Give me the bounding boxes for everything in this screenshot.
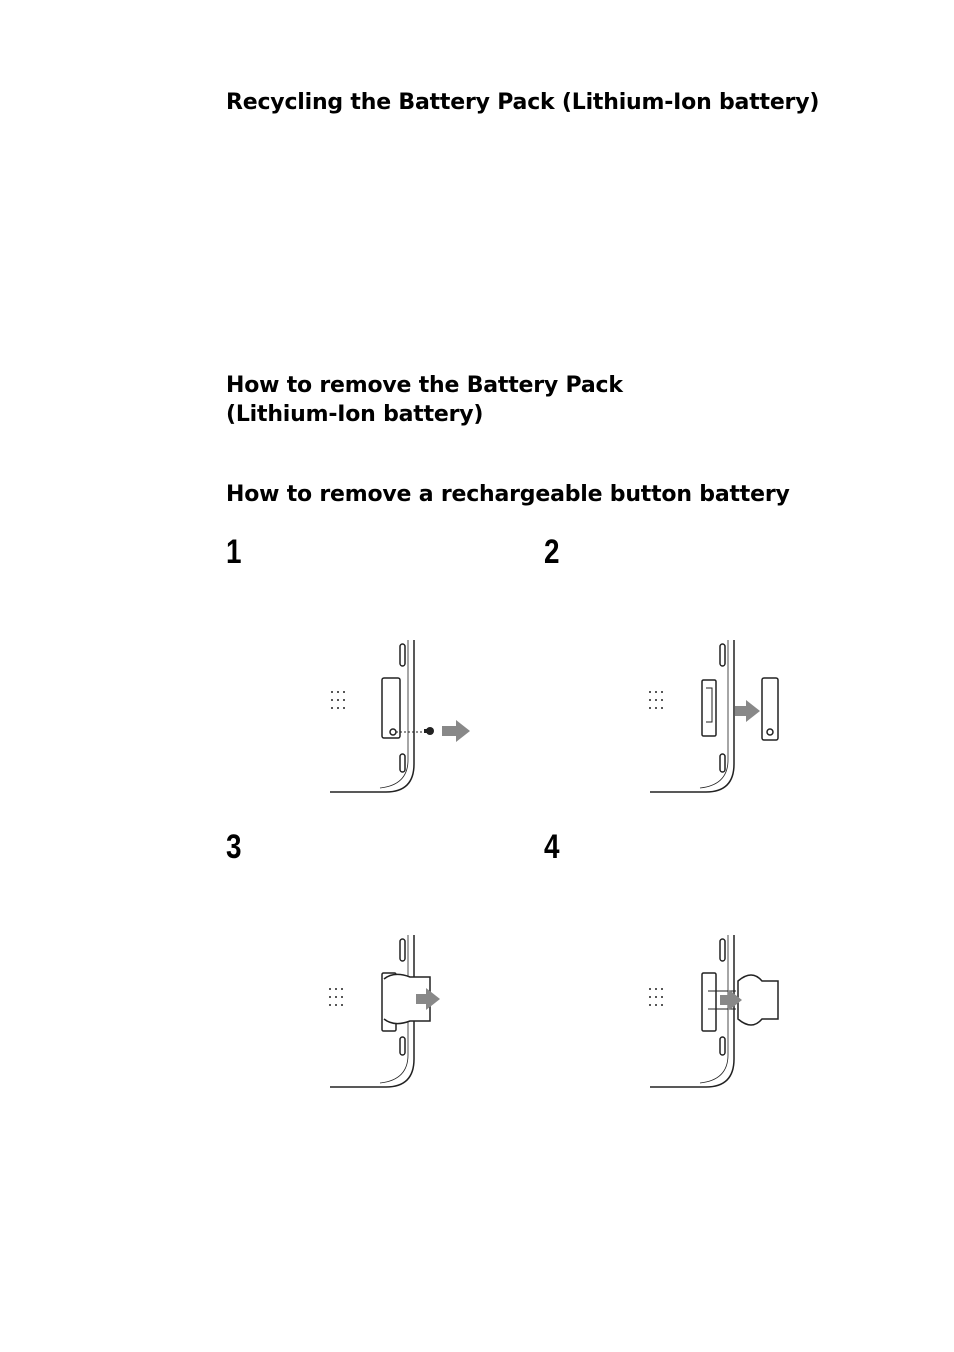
heading-recycling: Recycling the Battery Pack (Lithium-Ion … [226,90,820,115]
device-remove-button-battery-illustration [649,935,779,1088]
step-number-3: 3 [226,828,242,866]
heading-line-1: How to remove the Battery Pack [226,373,623,398]
arrow-right-icon [416,988,440,1010]
heading-remove-battery-pack: How to remove the Battery Pack (Lithium-… [226,371,623,429]
device-remove-cover-illustration [649,640,779,793]
figure-step-3 [320,925,490,1095]
device-pull-holder-illustration [329,935,440,1088]
arrow-right-icon [720,989,742,1011]
screw-icon [424,727,434,735]
heading-remove-button-battery: How to remove a rechargeable button batt… [226,482,790,507]
arrow-right-icon [442,720,470,742]
step-number-2: 2 [544,533,560,571]
heading-line-2: (Lithium-Ion battery) [226,402,484,427]
step-number-1: 1 [226,533,242,571]
figure-step-2 [640,630,810,800]
figure-step-4 [640,925,810,1095]
arrow-right-icon [735,700,760,722]
step-number-4: 4 [544,828,560,866]
device-remove-screw-illustration [330,640,470,793]
figure-step-1 [320,630,490,800]
